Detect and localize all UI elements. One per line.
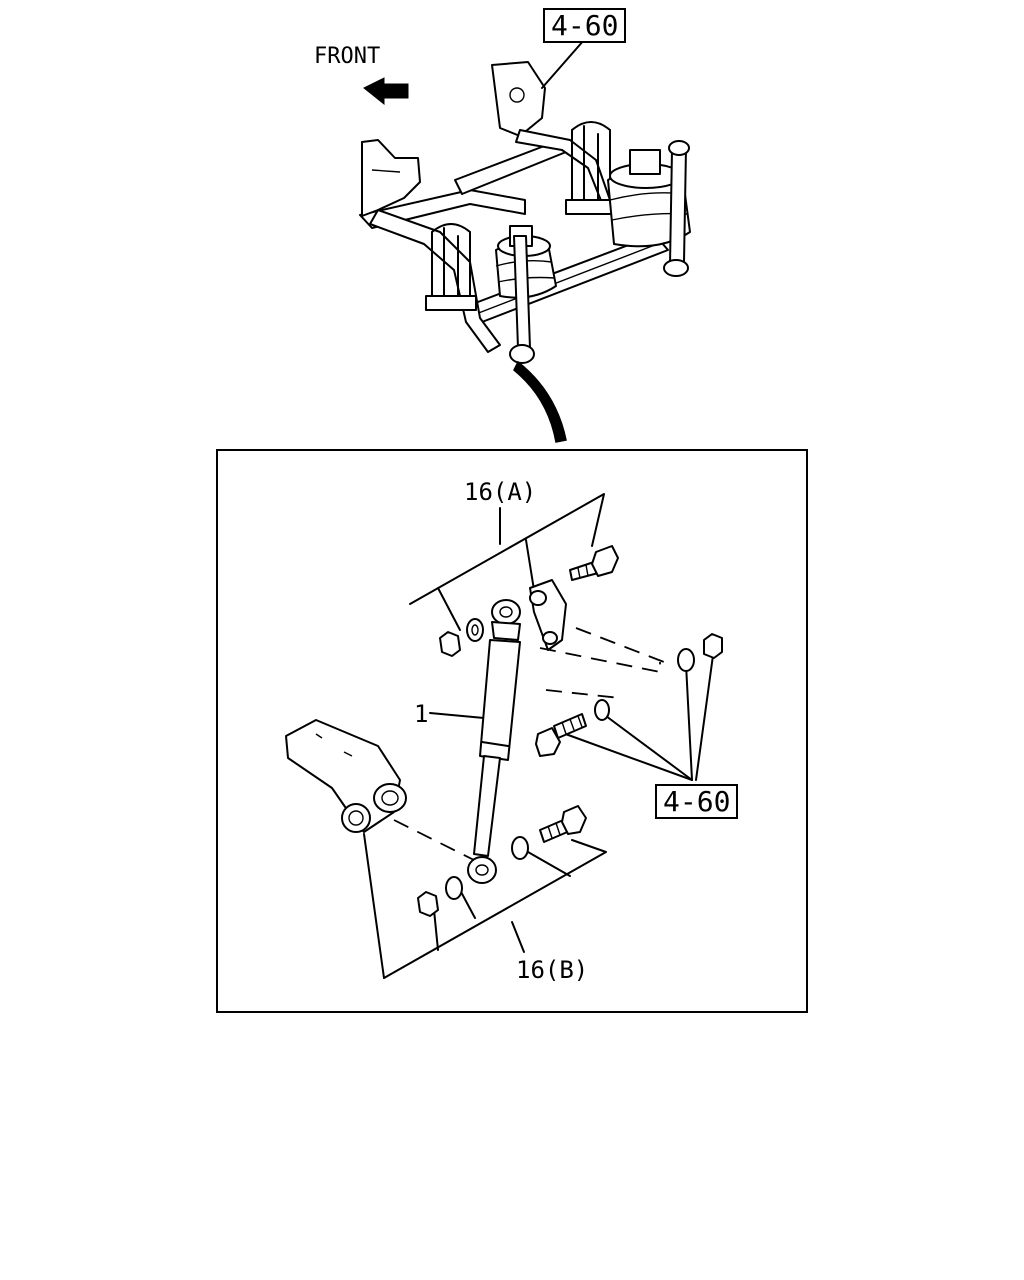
suspension-assembly-overview	[359, 39, 691, 443]
middle-washer	[594, 699, 610, 721]
lower-nut	[417, 891, 439, 917]
upper-mounting-bracket	[529, 579, 567, 651]
lower-washer-left	[445, 876, 463, 900]
lower-bolt	[539, 805, 587, 843]
upper-bolt	[569, 545, 619, 581]
right-washer	[677, 648, 695, 672]
lower-washer-right	[511, 836, 529, 860]
detail-frame	[216, 449, 808, 1013]
part-label-16a: 16(A)	[464, 478, 537, 506]
part-label-1: 1	[414, 700, 429, 728]
detail-exploded-view	[285, 493, 723, 979]
upper-washer	[466, 618, 484, 642]
front-label: FRONT	[314, 44, 381, 69]
front-arrow-icon	[363, 77, 409, 106]
shock-absorber	[467, 599, 521, 884]
lower-mounting-bracket	[285, 719, 407, 833]
part-label-16b: 16(B)	[516, 956, 589, 984]
middle-bolt	[535, 713, 587, 757]
right-nut	[703, 633, 723, 659]
upper-nut	[439, 631, 461, 657]
ref-box-detail[interactable]: 4-60	[655, 784, 739, 819]
ref-box-top[interactable]: 4-60	[543, 8, 627, 43]
